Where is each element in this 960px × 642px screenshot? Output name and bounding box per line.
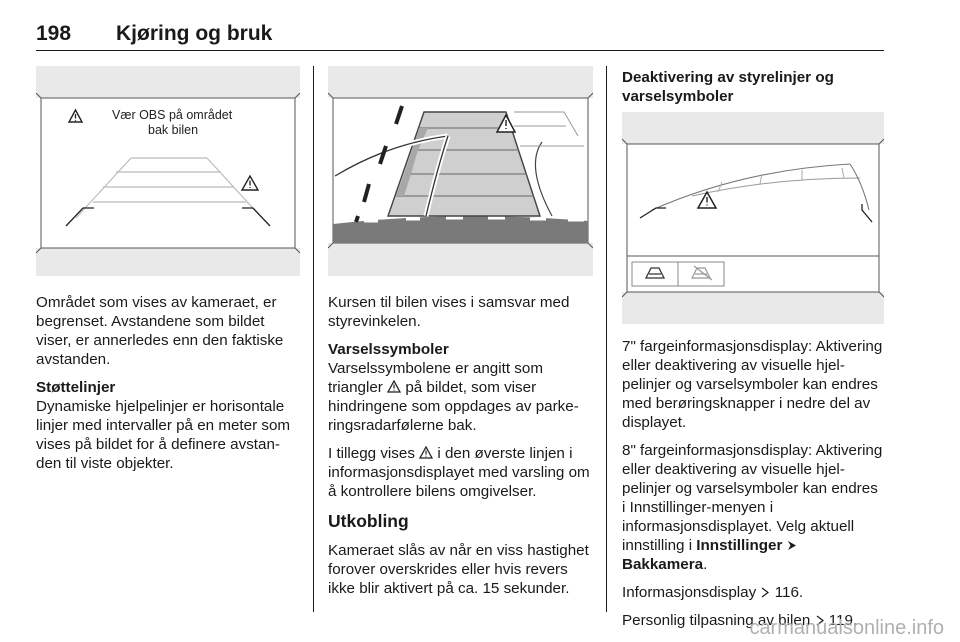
paragraph: Informasjonsdisplay 116.: [622, 584, 804, 601]
page-number: 198: [36, 22, 72, 45]
watermark: carmanualsonline.info: [749, 617, 944, 639]
warning-triangle-icon: [495, 113, 517, 133]
section-heading-varselssymboler: Varselssymboler: [328, 341, 449, 358]
warning-triangle-icon: [240, 174, 260, 191]
page-reference-icon: [762, 587, 770, 598]
section-heading-stottelinjer: Støttelinjer: [36, 379, 116, 396]
warning-symbols-toggle-button[interactable]: [677, 261, 725, 287]
column-3: 7" fargeinformasjonsdisplay: Aktive­ring…: [622, 337, 885, 639]
warning-triangle-icon: [419, 446, 434, 459]
column-divider-1: [313, 66, 314, 612]
figure-rear-camera-steering-path: [328, 66, 593, 276]
paragraph: Dynamiske hjelpelinjer er horisontale li…: [36, 398, 291, 472]
page-reference-icon: [816, 615, 824, 626]
column-3-heading: Deaktivering av styrelinjer og varselsym…: [622, 68, 884, 115]
figure-display-touch-buttons: [622, 112, 884, 324]
column-divider-2: [606, 66, 607, 612]
menu-path-rear-camera: Bakkamera: [622, 556, 704, 573]
column-1: Området som vises av kameraet, er begren…: [36, 293, 300, 482]
paragraph: 8" fargeinformasjonsdisplay: Aktive­ring…: [622, 442, 883, 573]
figure-label-line2: bak bilen: [148, 123, 198, 137]
guidelines-toggle-button[interactable]: [631, 261, 679, 287]
section-heading-utkobling: Utkobling: [328, 511, 409, 531]
header-rule: [36, 50, 884, 51]
page-header: 198 Kjøring og bruk: [36, 22, 272, 46]
paragraph: 7" fargeinformasjonsdisplay: Aktive­ring…: [622, 338, 883, 431]
paragraph: Kameraet slås av når en viss hastig­het …: [328, 542, 589, 597]
figure-label-line1: Vær OBS på området: [112, 108, 233, 122]
paragraph: Varselssymbolene er angitt som triangler…: [328, 360, 579, 434]
menu-arrow-icon: [787, 541, 796, 550]
figure-rear-camera-guidelines: Vær OBS på området bak bilen: [36, 66, 300, 276]
page-reference-link[interactable]: 116: [774, 584, 799, 601]
paragraph: Kursen til bilen vises i samsvar med sty…: [328, 294, 570, 330]
paragraph: Området som vises av kameraet, er begren…: [36, 294, 284, 368]
section-heading-deaktivering: Deaktivering av styrelinjer og varselsym…: [622, 69, 834, 105]
chapter-title: Kjøring og bruk: [116, 22, 273, 45]
column-2: Kursen til bilen vises i samsvar med sty…: [328, 293, 593, 607]
page-reference-link[interactable]: 119: [828, 612, 853, 629]
menu-path-settings: Innstillinger: [696, 537, 783, 554]
warning-triangle-icon: [387, 380, 402, 393]
paragraph: I tillegg vises i den øverste linjen i i…: [328, 445, 590, 500]
warning-triangle-icon: [67, 108, 84, 123]
warning-triangle-icon: [696, 190, 718, 209]
paragraph: Personlig tilpasning av bilen 119.: [622, 612, 858, 629]
